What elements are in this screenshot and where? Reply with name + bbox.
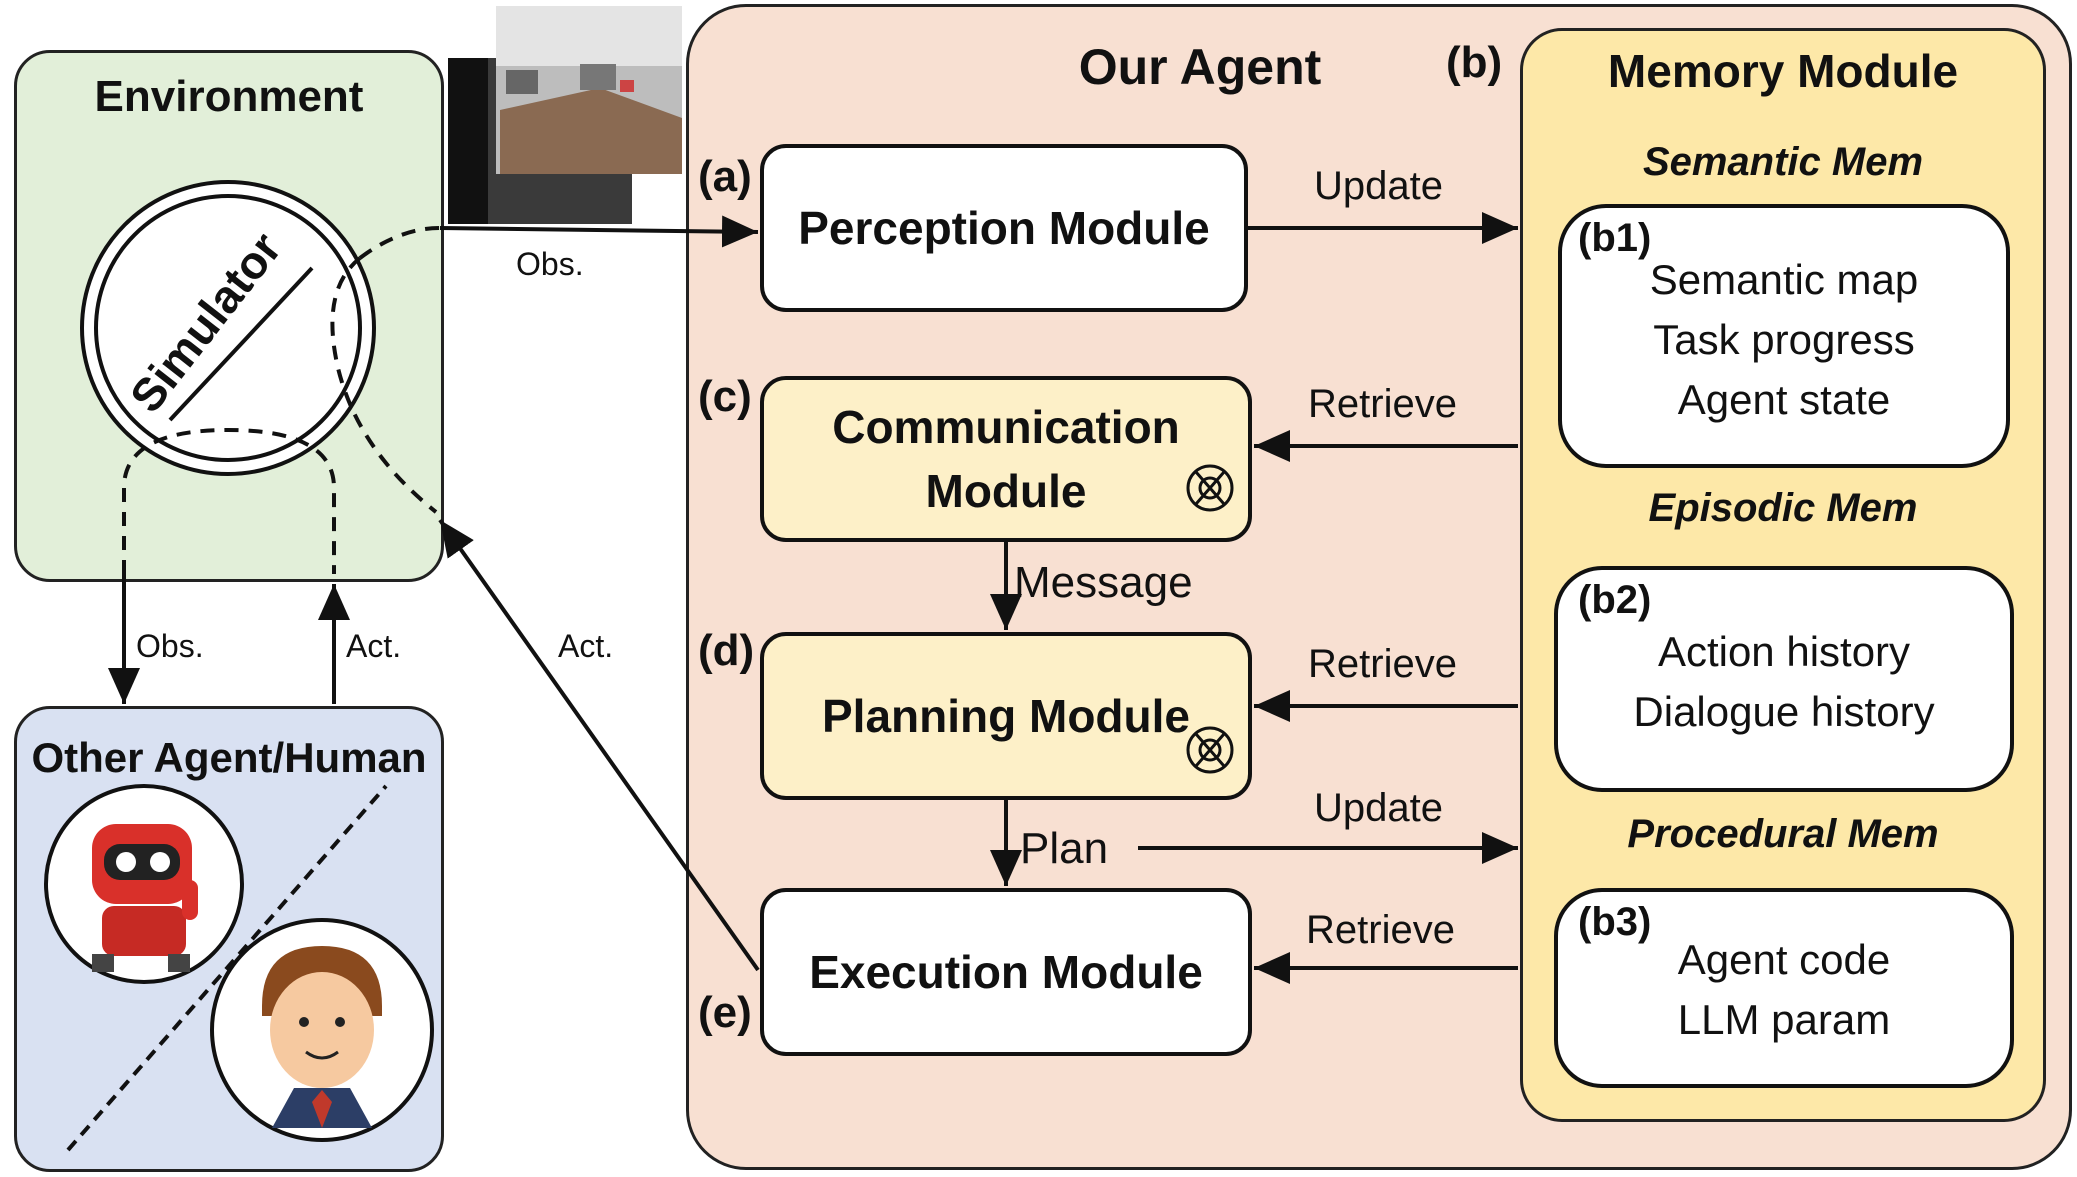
procedural-mem-card: (b3) Agent code LLM param	[1554, 888, 2014, 1088]
episodic-mem-item: Dialogue history	[1633, 688, 1935, 735]
environment-title: Environment	[94, 72, 364, 121]
episodic-mem-card: (b2) Action history Dialogue history	[1554, 566, 2014, 792]
simulator-screenshot	[448, 6, 682, 224]
agent-title: Our Agent	[1078, 39, 1322, 95]
planning-module-label: Planning Module	[822, 690, 1190, 742]
message-label: Message	[1014, 558, 1193, 607]
arrows	[108, 212, 1518, 984]
act-right-label: Act.	[558, 628, 614, 664]
semantic-mem-item: Semantic map	[1649, 256, 1919, 303]
procedural-mem-tag: (b3)	[1578, 900, 1652, 944]
retrieve-exec-label: Retrieve	[1306, 908, 1455, 952]
execution-module: Execution Module	[760, 888, 1252, 1056]
obs-left-label: Obs.	[136, 628, 204, 664]
semantic-mem-heading: Semantic Mem	[1642, 140, 1924, 184]
perception-module: Perception Module	[760, 144, 1248, 312]
dashed-paths	[122, 226, 441, 574]
llm-icon	[1186, 464, 1234, 512]
procedural-mem-item: Agent code	[1677, 936, 1891, 983]
communication-module-label-2: Module	[925, 465, 1087, 517]
communication-module-label-1: Communication	[832, 401, 1180, 453]
update-plan-label: Update	[1314, 786, 1443, 830]
memory-tag: (b)	[1446, 38, 1503, 87]
robot-avatar	[44, 784, 244, 984]
planning-module: Planning Module	[760, 632, 1252, 800]
procedural-mem-heading: Procedural Mem	[1627, 812, 1939, 856]
retrieve-plan-label: Retrieve	[1308, 642, 1457, 686]
plan-label: Plan	[1020, 824, 1109, 873]
perception-module-label: Perception Module	[798, 202, 1210, 254]
memory-title: Memory Module	[1607, 45, 1959, 97]
other-agent-title: Other Agent/Human	[31, 734, 427, 781]
perception-tag: (a)	[698, 152, 752, 201]
episodic-mem-heading: Episodic Mem	[1648, 486, 1918, 530]
agent-human-divider	[66, 784, 388, 1152]
communication-module: Communication Module	[760, 376, 1252, 542]
semantic-mem-item: Agent state	[1677, 376, 1891, 423]
act-left-label: Act.	[346, 628, 402, 664]
semantic-mem-tag: (b1)	[1578, 216, 1652, 260]
simulator-circle	[80, 180, 376, 476]
execution-tag: (e)	[698, 988, 752, 1037]
semantic-mem-item: Task progress	[1653, 316, 1915, 363]
retrieve-comm-label: Retrieve	[1308, 382, 1457, 426]
semantic-mem-card: (b1) Semantic map Task progress Agent st…	[1558, 204, 2010, 468]
execution-module-label: Execution Module	[809, 946, 1203, 998]
episodic-mem-tag: (b2)	[1578, 578, 1652, 622]
obs-top-label: Obs.	[516, 246, 584, 282]
procedural-mem-item: LLM param	[1677, 996, 1891, 1043]
planning-tag: (d)	[698, 626, 755, 675]
communication-tag: (c)	[698, 372, 752, 421]
llm-icon	[1186, 726, 1234, 774]
human-avatar	[210, 918, 434, 1142]
update-top-label: Update	[1314, 164, 1443, 208]
episodic-mem-item: Action history	[1657, 628, 1911, 675]
